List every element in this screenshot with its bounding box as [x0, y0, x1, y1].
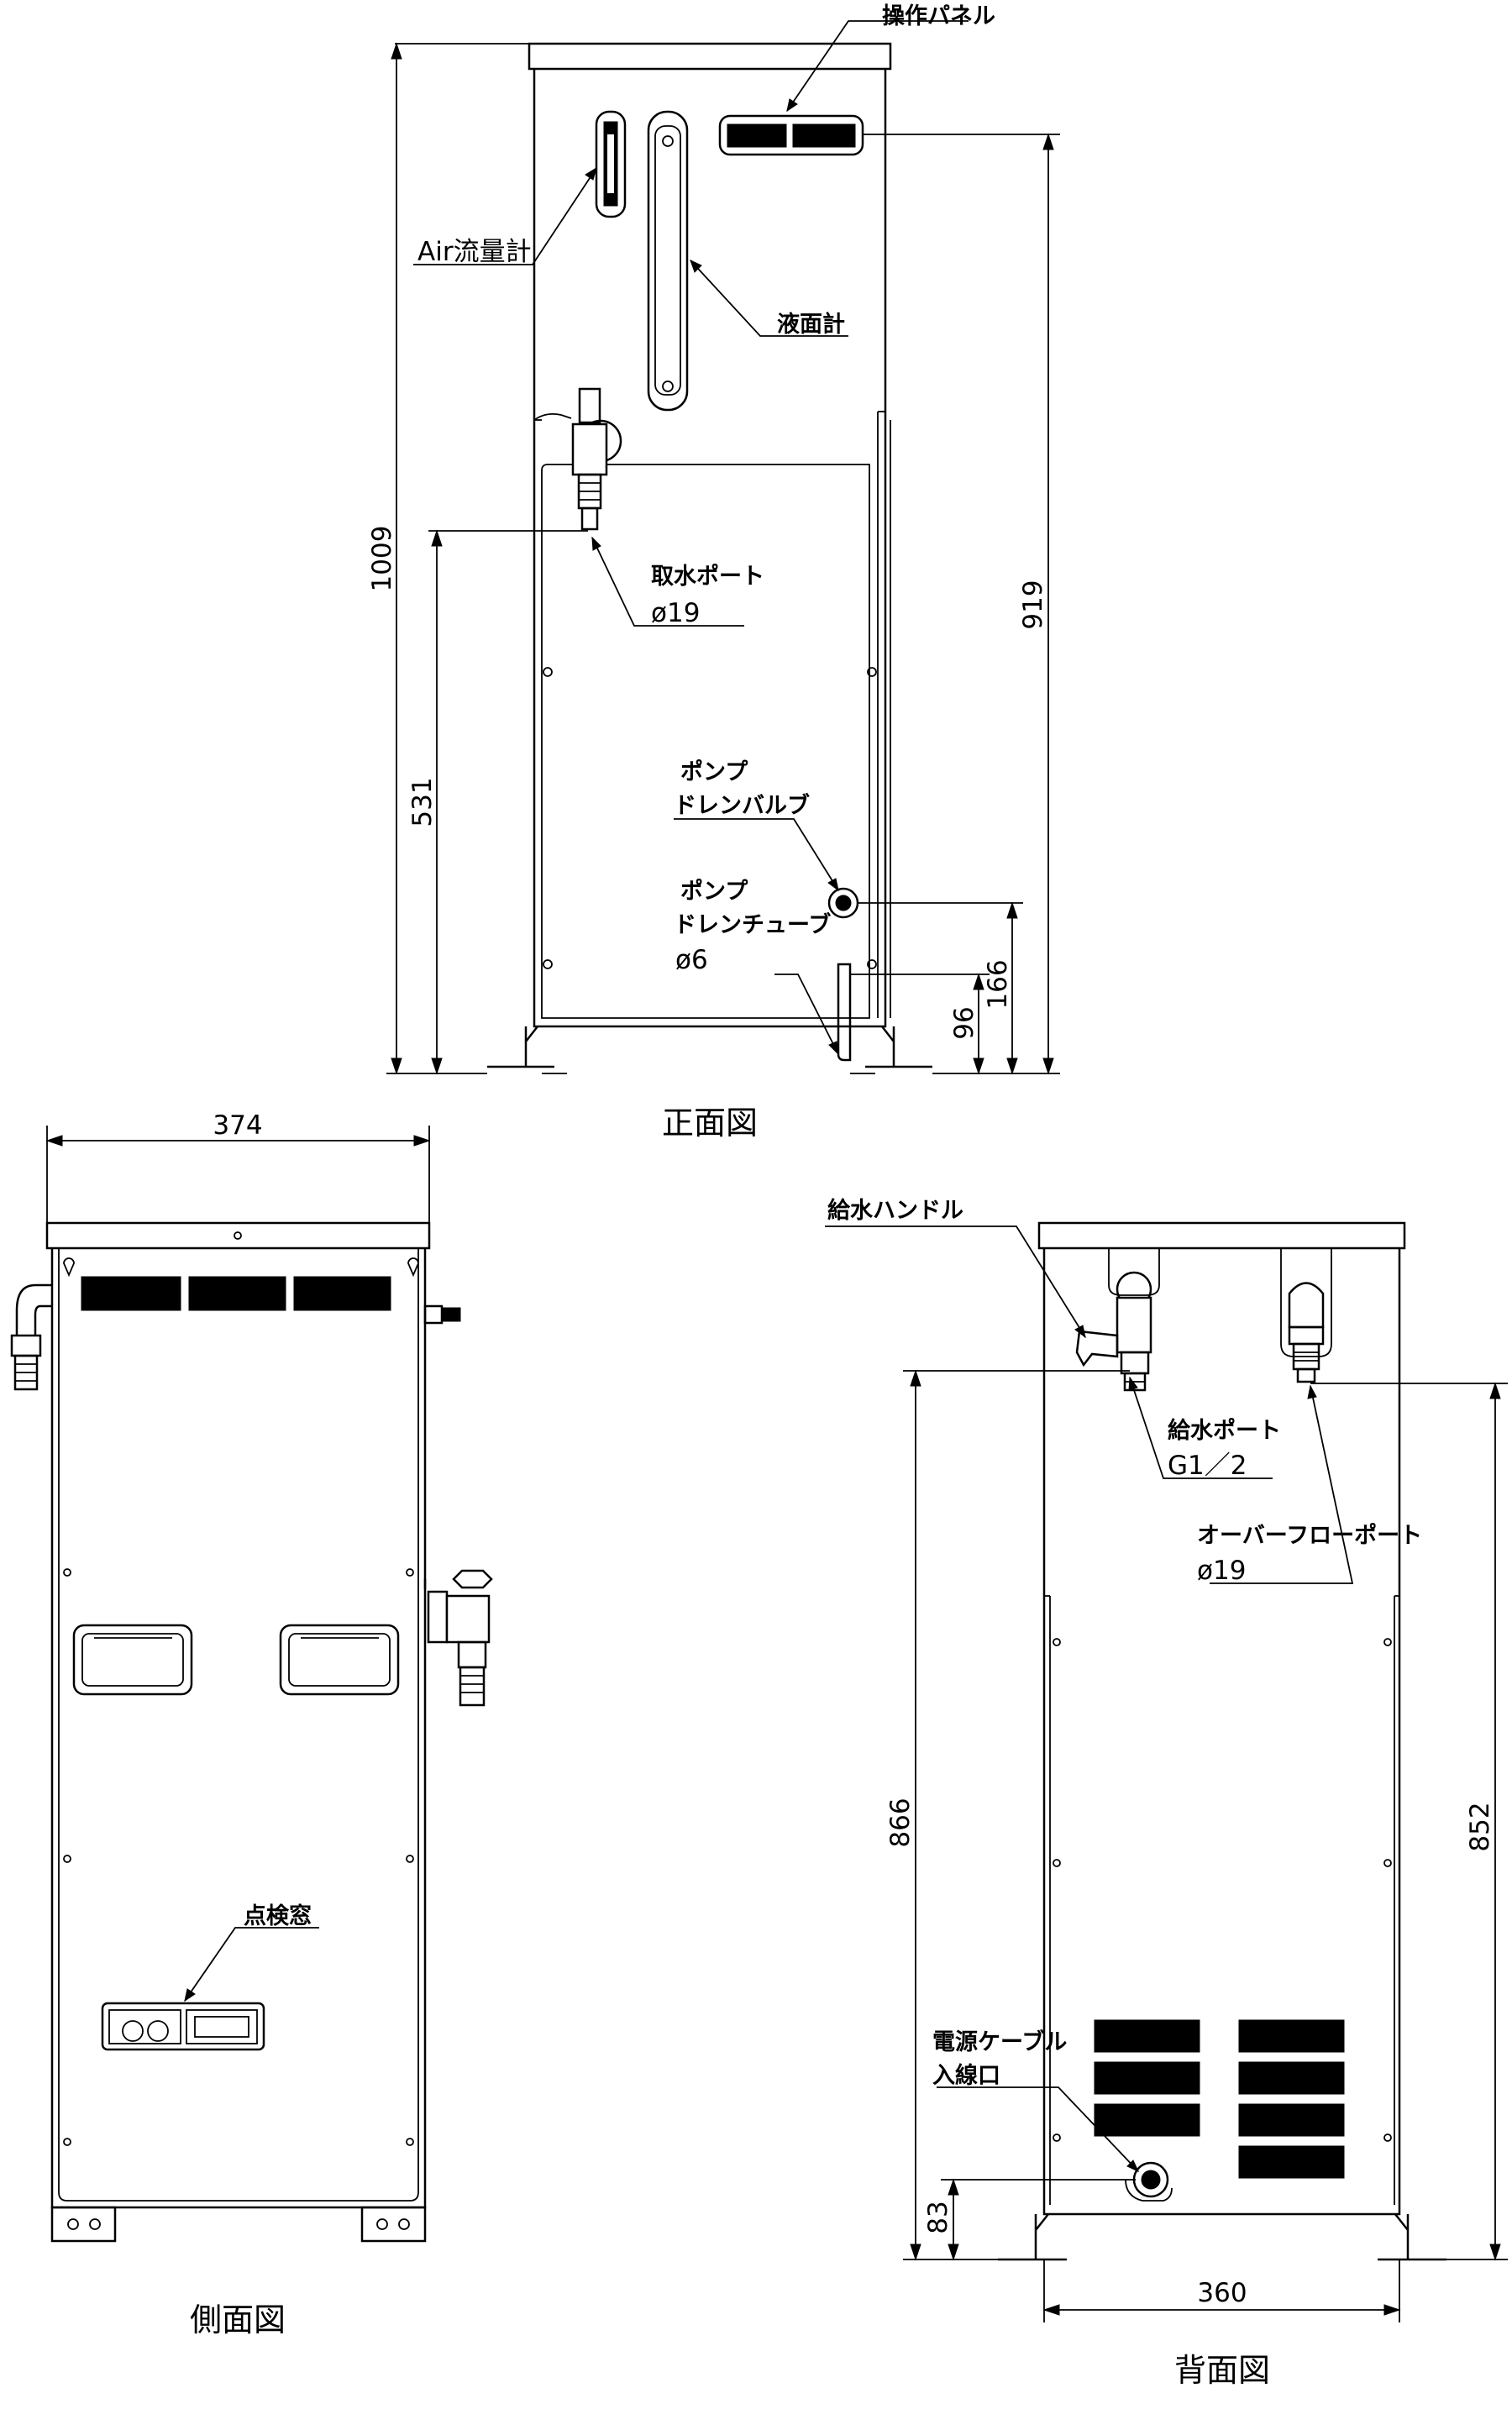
front-inner-panel: [541, 464, 870, 1019]
label-intake-port: 取水ポート: [651, 564, 764, 590]
label-drain-tube-2: ドレンチューブ: [674, 911, 831, 938]
pump-drain-valve[interactable]: [827, 887, 859, 919]
dim-cable-inlet-height: 83: [923, 2201, 953, 2233]
front-view-title: 正面図: [662, 1105, 758, 1142]
level-gauge: [647, 110, 689, 412]
front-body: [533, 69, 887, 1028]
label-cable-inlet-2: 入線口: [932, 2062, 1000, 2089]
label-inspection-window: 点検窓: [244, 1903, 312, 1929]
dim-panel-height: 919: [1018, 580, 1048, 629]
front-dimensions: 1009 531 919 166 96: [367, 42, 1060, 1075]
back-body: [1042, 1248, 1401, 2216]
label-supply-port-size: G1／2: [1168, 1451, 1247, 1481]
side-vents: [81, 1276, 391, 1311]
label-drain-valve-2: ドレンバルブ: [674, 792, 810, 819]
side-supply-valve[interactable]: [423, 1569, 493, 1707]
label-drain-tube-size: ø6: [675, 945, 708, 975]
back-screws: [1053, 1638, 1392, 2142]
label-overflow-port-size: ø19: [1197, 1556, 1246, 1586]
side-handle-right[interactable]: [279, 1624, 400, 1696]
front-right-foot: [865, 1026, 932, 1068]
front-left-foot: [487, 1026, 554, 1068]
dim-intake-height: 531: [407, 777, 438, 827]
side-view-title: 側面図: [190, 2301, 286, 2338]
front-screws: [543, 667, 877, 969]
label-drain-tube-1: ポンプ: [680, 879, 748, 905]
side-lid: [45, 1221, 431, 1250]
label-operation-panel: 操作パネル: [882, 3, 995, 29]
label-cable-inlet-1: 電源ケーブル: [932, 2028, 1067, 2055]
dim-drain-valve-height: 166: [983, 959, 1013, 1009]
dim-drain-tube-height: 96: [949, 1006, 979, 1039]
label-air-flowmeter: Air流量計: [417, 237, 532, 267]
back-left-foot: [998, 2213, 1067, 2261]
label-overflow-port: オーバーフローポート: [1197, 1523, 1422, 1549]
back-view-title: 背面図: [1174, 2352, 1270, 2389]
dim-overflow-port-height: 852: [1465, 1802, 1495, 1851]
label-drain-valve-1: ポンプ: [680, 759, 748, 785]
dim-supply-port-height: 866: [885, 1798, 916, 1847]
back-lid: [1037, 1221, 1406, 1250]
front-lid: [528, 42, 892, 71]
side-view: 374 点検窓 側面図: [10, 1110, 493, 2338]
side-elbow-fitting: [10, 1283, 52, 1391]
air-flowmeter: [595, 110, 627, 218]
dim-width: 360: [1197, 2278, 1247, 2308]
side-handle-left[interactable]: [72, 1624, 193, 1696]
side-screws: [63, 1568, 414, 2146]
side-feet: [50, 2206, 427, 2243]
back-leaders: [825, 1225, 1354, 2173]
front-leaders: [413, 20, 969, 1056]
pump-drain-tube: [837, 963, 852, 1062]
overflow-port: [1288, 1282, 1325, 1383]
intake-port-valve[interactable]: [533, 387, 622, 531]
back-right-foot: [1378, 2213, 1446, 2261]
back-vents: [1094, 2019, 1345, 2179]
label-supply-port: 給水ポート: [1168, 1417, 1281, 1444]
side-body: [50, 1248, 427, 2209]
cable-inlet: [1125, 2161, 1173, 2202]
dim-depth: 374: [213, 1110, 262, 1141]
label-level-gauge: 液面計: [777, 311, 845, 338]
side-dimensions: 374: [45, 1110, 431, 1223]
label-supply-handle: 給水ハンドル: [827, 1197, 963, 1224]
supply-port-valve[interactable]: [1075, 1271, 1152, 1392]
label-intake-port-size: ø19: [651, 598, 700, 628]
back-view: 866 852 83 360 給水ハンドル 給水ポート G1／2 オーバーフロー…: [825, 1197, 1508, 2389]
inspection-window[interactable]: [101, 2002, 265, 2051]
operation-panel[interactable]: [718, 114, 864, 156]
front-view: 1009 531 919 166 96 操作パネル Air流量計 液面計 取水ポ…: [367, 3, 1060, 1142]
back-dimensions: 866 852 83 360: [885, 1369, 1508, 2322]
dim-total-height: 1009: [367, 526, 397, 592]
